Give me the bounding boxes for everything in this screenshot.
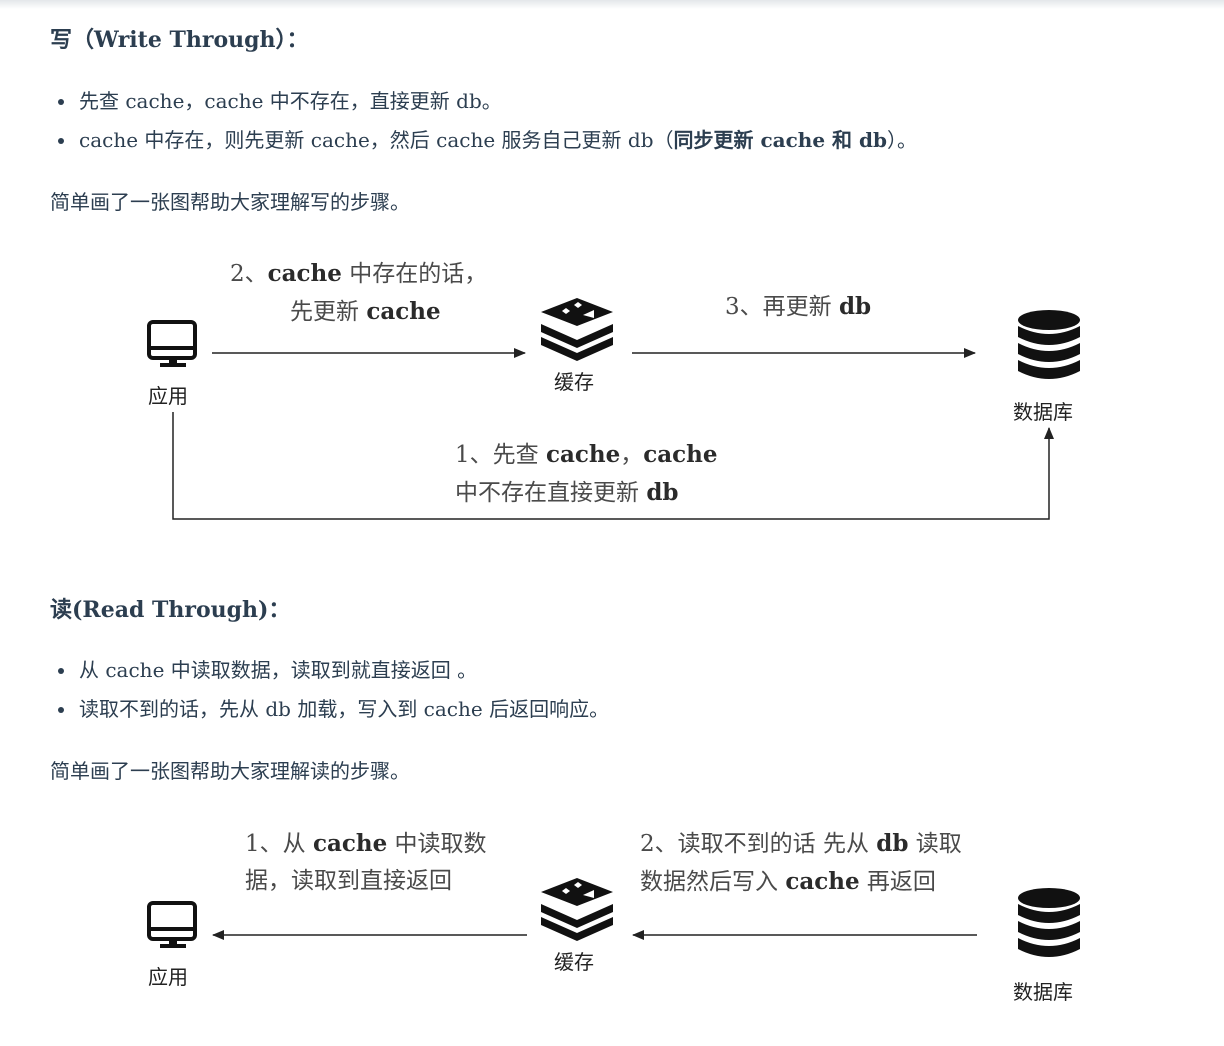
write-bullet-list: 先查 cache，cache 中不存在，直接更新 db。 cache 中存在，则… bbox=[50, 86, 917, 164]
cache-node-label: 缓存 bbox=[554, 950, 594, 974]
top-shadow-bar bbox=[0, 0, 1224, 9]
arrow-app-to-db-loop bbox=[172, 412, 1054, 520]
read-step2-kw: db bbox=[876, 830, 909, 857]
read-heading: 读(Read Through)： bbox=[50, 597, 291, 623]
read-bullet-list: 从 cache 中读取数据，读取到就直接返回 。 读取不到的话，先从 db 加载… bbox=[50, 655, 609, 733]
step3-num: 3、再更新 bbox=[725, 294, 839, 320]
bullet-text: cache 中存在，则先更新 cache，然后 cache 服务自己更新 db（ bbox=[79, 128, 674, 152]
step1-line2-kw: db bbox=[646, 479, 679, 506]
read-step1-num: 1、从 bbox=[245, 831, 313, 857]
list-item: 读取不到的话，先从 db 加载，写入到 cache 后返回响应。 bbox=[50, 694, 609, 733]
read-step2-line2-pre: 数据然后写入 bbox=[640, 869, 786, 895]
bullet-text: 读取不到的话，先从 db 加载，写入到 cache 后返回响应。 bbox=[79, 697, 610, 721]
write-step1-label: 1、先查 cache，cache 中不存在直接更新 db bbox=[455, 436, 718, 512]
step2-num: 2、 bbox=[230, 261, 268, 287]
bullet-strong-text: 同步更新 cache 和 db bbox=[673, 128, 887, 152]
read-step1-rest: 中读取数 bbox=[387, 831, 487, 857]
write-heading: 写（Write Through）： bbox=[50, 27, 309, 53]
read-through-diagram: 应用 缓存 数据库 1、从 cache 中读取数 据，读取到直接返回 2、读取不… bbox=[0, 820, 1224, 1030]
read-step2-line2-kw: cache bbox=[785, 868, 860, 895]
monitor-icon bbox=[147, 901, 197, 948]
bullet-text: 先查 cache，cache 中不存在，直接更新 db。 bbox=[79, 89, 502, 113]
step1-sep: ， bbox=[620, 442, 644, 468]
list-item: 从 cache 中读取数据，读取到就直接返回 。 bbox=[50, 655, 609, 694]
app-node-label: 应用 bbox=[148, 384, 188, 408]
bullet-text: 从 cache 中读取数据，读取到就直接返回 。 bbox=[79, 658, 478, 682]
db-node-label: 数据库 bbox=[1013, 980, 1073, 1004]
redis-cache-icon bbox=[541, 298, 613, 361]
write-step2-label: 2、cache 中存在的话， 先更新 cache bbox=[230, 255, 487, 331]
write-through-diagram: 应用 缓存 数据库 2、cache 中存在的话， 先更新 cache 3、再更新… bbox=[0, 240, 1224, 540]
db-node-label: 数据库 bbox=[1013, 400, 1073, 424]
step2-line2-pre: 先更新 bbox=[290, 299, 367, 325]
step1-kw2: cache bbox=[643, 441, 718, 468]
step1-kw1: cache bbox=[545, 441, 621, 468]
read-intro-paragraph: 简单画了一张图帮助大家理解读的步骤。 bbox=[50, 759, 410, 783]
monitor-icon bbox=[147, 320, 197, 367]
database-icon bbox=[1018, 888, 1080, 957]
read-step2-pre: 2、读取不到的话 先从 bbox=[640, 831, 877, 857]
list-item: cache 中存在，则先更新 cache，然后 cache 服务自己更新 db（… bbox=[50, 125, 917, 164]
read-step2-label: 2、读取不到的话 先从 db 读取 数据然后写入 cache 再返回 bbox=[640, 825, 962, 901]
database-icon bbox=[1018, 310, 1080, 379]
bullet-text-tail: ）。 bbox=[886, 128, 917, 152]
step1-num: 1、先查 bbox=[455, 442, 546, 468]
read-step2-rest: 读取 bbox=[908, 831, 962, 857]
step2-line2-kw: cache bbox=[366, 298, 441, 325]
redis-cache-icon bbox=[541, 878, 613, 941]
read-step1-label: 1、从 cache 中读取数 据，读取到直接返回 bbox=[245, 825, 487, 900]
cache-node-label: 缓存 bbox=[554, 370, 594, 394]
step3-kw: db bbox=[838, 293, 872, 320]
read-step2-line2-post: 再返回 bbox=[859, 869, 936, 895]
step2-rest: 中存在的话， bbox=[341, 261, 488, 287]
read-step1-line2: 据，读取到直接返回 bbox=[245, 868, 452, 894]
list-item: 先查 cache，cache 中不存在，直接更新 db。 bbox=[50, 86, 917, 125]
step1-line2-pre: 中不存在直接更新 bbox=[455, 480, 647, 506]
read-diagram-svg bbox=[147, 878, 1080, 957]
step2-kw: cache bbox=[267, 260, 342, 287]
write-intro-paragraph: 简单画了一张图帮助大家理解写的步骤。 bbox=[50, 190, 410, 214]
write-diagram-svg bbox=[147, 298, 1080, 520]
write-step3-label: 3、再更新 db bbox=[725, 288, 871, 326]
app-node-label: 应用 bbox=[148, 965, 188, 989]
read-step1-kw: cache bbox=[312, 830, 388, 857]
